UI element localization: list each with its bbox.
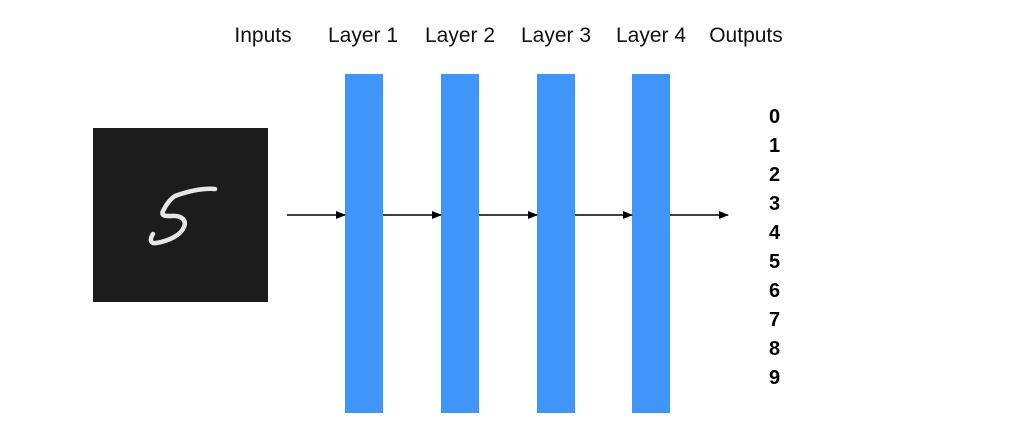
output-class-0: 0	[769, 106, 781, 128]
layer-2-bar	[441, 74, 479, 413]
layer-1-bar	[345, 74, 383, 413]
output-class-4: 4	[769, 222, 781, 244]
output-class-1: 1	[769, 135, 781, 157]
layer-1-label: Layer 1	[327, 24, 399, 47]
output-class-3: 3	[769, 193, 781, 215]
output-class-8: 8	[769, 338, 781, 360]
output-class-2: 2	[769, 164, 781, 186]
input-digit-image	[93, 128, 268, 302]
inputs-label: Inputs	[234, 24, 292, 47]
output-class-9: 9	[769, 367, 781, 389]
handwritten-digit-five-icon	[148, 186, 218, 246]
layer-4-bar	[632, 74, 670, 413]
output-class-7: 7	[769, 309, 781, 331]
outputs-label: Outputs	[709, 24, 783, 47]
layer-3-bar	[537, 74, 575, 413]
layer-4-label: Layer 4	[615, 24, 687, 47]
output-classes-list: 0 1 2 3 4 5 6 7 8 9	[769, 103, 799, 393]
output-class-5: 5	[769, 251, 781, 273]
layer-3-label: Layer 3	[520, 24, 592, 47]
layer-2-label: Layer 2	[424, 24, 496, 47]
output-class-6: 6	[769, 280, 781, 302]
